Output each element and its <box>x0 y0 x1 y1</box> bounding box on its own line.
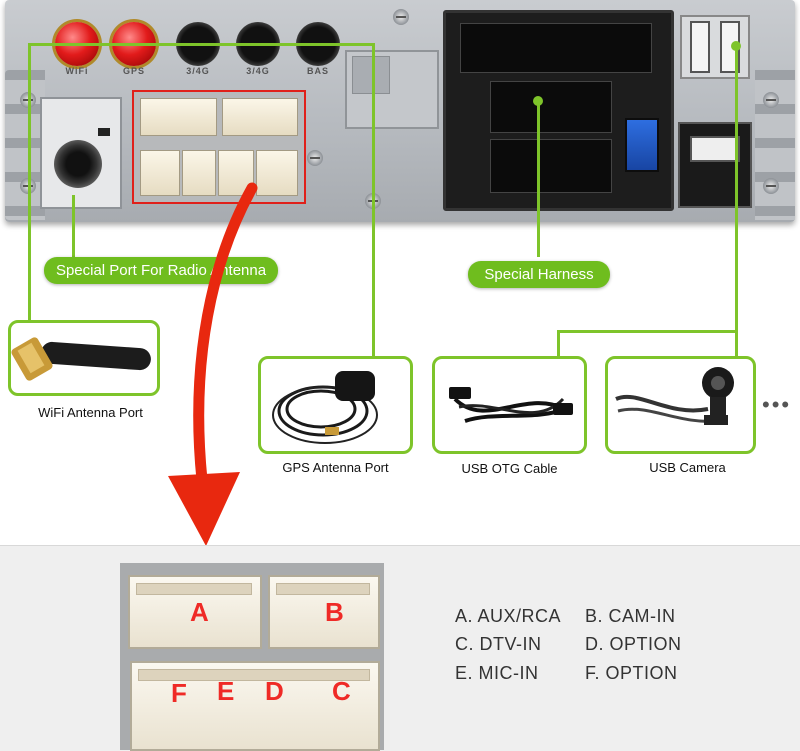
usb-camera-label: USB Camera <box>649 460 726 475</box>
gps-antenna-icon <box>272 371 378 444</box>
radio-antenna-jack <box>54 140 102 188</box>
harness-socket-mid <box>490 81 612 133</box>
connector-a <box>140 98 217 136</box>
screw-icon <box>307 150 323 166</box>
connector-letter-c: C <box>332 676 351 706</box>
usb-port-3 <box>690 136 740 162</box>
usb-port-housing <box>678 122 752 208</box>
gps-antenna-box <box>258 356 413 454</box>
connector-zoom-photo <box>120 563 384 751</box>
connector-block <box>132 90 306 204</box>
legend-item: B. CAM-IN <box>585 606 676 626</box>
connector-b <box>222 98 298 136</box>
gps-antenna-label: GPS Antenna Port <box>282 460 389 475</box>
legend-item: C. DTV-IN <box>455 634 542 654</box>
harness-socket-top <box>460 23 652 73</box>
connector-f <box>140 150 180 196</box>
port-label-4g-1: 3/4G <box>186 66 210 76</box>
connector-slot <box>138 669 370 681</box>
port-label-bas: BAS <box>306 66 329 76</box>
usb-camera-icon <box>615 367 734 425</box>
callout-line <box>735 45 738 357</box>
usb-otg-box <box>432 356 587 454</box>
connector-letter-b: B <box>325 597 344 627</box>
harness-callout: Special Harness <box>468 261 610 288</box>
connector-letter-a: A <box>190 597 209 627</box>
connector-c <box>256 150 298 196</box>
wifi-antenna-icon <box>11 337 151 381</box>
screw-icon <box>763 178 779 194</box>
usb-port-1 <box>690 21 710 73</box>
usb-camera-box <box>605 356 756 454</box>
screw-icon <box>763 92 779 108</box>
fuse-icon <box>625 118 659 172</box>
usb-cable-icon <box>449 387 573 423</box>
callout-line <box>537 100 540 257</box>
panel-recess-inner <box>352 56 390 94</box>
wifi-antenna-box <box>8 320 160 396</box>
connector-slot <box>276 583 370 595</box>
red-arrow-icon <box>168 182 258 546</box>
main-harness-socket <box>443 10 674 211</box>
connector-slot <box>136 583 252 595</box>
legend-item: E. MIC-IN <box>455 663 539 683</box>
indicator-slot <box>98 128 110 136</box>
port-label-wifi: WiFi <box>65 66 89 76</box>
callout-line <box>557 330 560 358</box>
screw-icon <box>393 9 409 25</box>
harness-socket-bottom <box>490 139 612 193</box>
legend-item: D. OPTION <box>585 634 682 654</box>
legend-item: A. AUX/RCA <box>455 606 562 626</box>
usb-otg-label: USB OTG Cable <box>461 461 558 476</box>
callout-line <box>557 330 738 333</box>
callout-line <box>28 43 31 323</box>
callout-dot <box>533 96 543 106</box>
connector-letter-f: F <box>171 678 187 708</box>
callout-line <box>372 43 375 358</box>
connector-letter-e: E <box>217 676 235 706</box>
callout-line <box>28 43 373 46</box>
callout-dot <box>731 41 741 51</box>
port-label-4g-2: 3/4G <box>246 66 270 76</box>
callout-line <box>72 195 75 257</box>
port-label-gps: GPS <box>122 66 145 76</box>
legend-item: F. OPTION <box>585 663 678 683</box>
wifi-antenna-label: WiFi Antenna Port <box>38 405 143 420</box>
connector-e <box>182 150 216 196</box>
more-accessories: ••• <box>762 392 792 417</box>
connector-letter-d: D <box>265 676 284 706</box>
